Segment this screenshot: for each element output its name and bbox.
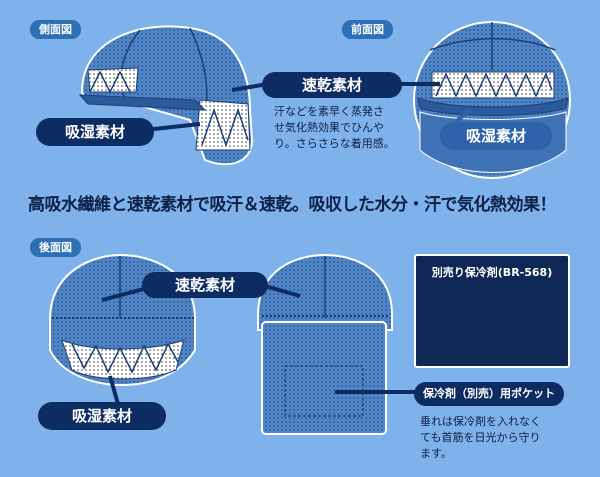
pocket-desc-line: ても首筋を日光から守り (420, 431, 541, 444)
absorbent-callout-side: 吸湿素材 (36, 118, 154, 146)
quick-dry-desc-line: 汗などを素早く蒸発さ (274, 105, 384, 118)
absorbent-callout-back: 吸湿素材 (38, 402, 166, 430)
rear-view-pocket-cap (257, 253, 393, 435)
quick-dry-callout-back: 速乾素材 (142, 272, 268, 298)
quick-dry-callout: 速乾素材 (262, 72, 402, 98)
ice-pack-title: 別売り保冷剤(BR-568) (431, 266, 553, 279)
side-view-label: 側面図 (30, 20, 81, 39)
front-view-label: 前面図 (342, 20, 393, 39)
quick-dry-description: 汗などを素早く蒸発さ せ気化熱効果でひんや り。さらさらな着用感。 (274, 104, 424, 152)
pocket-desc-line: ます。 (420, 447, 452, 460)
back-view-label: 後面図 (30, 238, 81, 257)
headline: 高吸水繊維と速乾素材で吸汗＆速乾。吸収した水分・汗で気化熱効果！ (28, 195, 557, 215)
side-view-cap (78, 25, 254, 166)
ice-pack-product-box: 別売り保冷剤(BR-568) (414, 254, 570, 368)
quick-dry-desc-line: せ気化熱効果でひんや (274, 121, 384, 134)
absorbent-callout-front: 吸湿素材 (440, 122, 552, 150)
pocket-callout: 保冷剤（別売）用ポケット (414, 382, 564, 406)
pocket-description: 垂れは保冷剤を入れなく ても首筋を日光から守り ます。 (420, 414, 580, 462)
pocket-desc-line: 垂れは保冷剤を入れなく (420, 415, 541, 428)
front-view-cap (413, 21, 571, 179)
quick-dry-desc-line: り。さらさらな着用感。 (274, 137, 395, 150)
